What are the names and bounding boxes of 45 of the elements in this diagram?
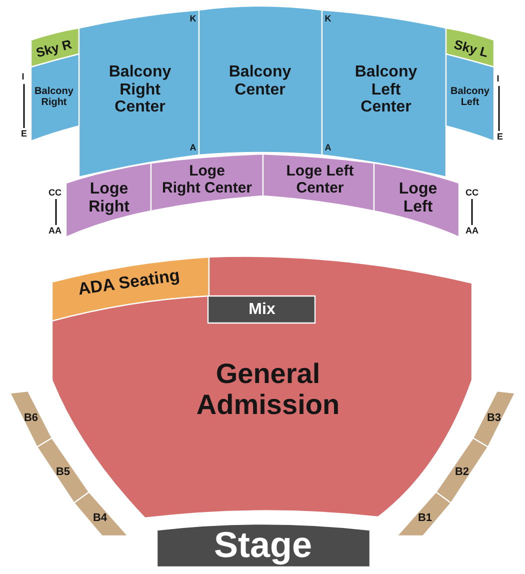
row-label: CC [48, 188, 62, 198]
row-label: A [190, 144, 196, 152]
section-label: Loge Right [88, 180, 130, 216]
row-label: CC [466, 188, 478, 198]
row-label: K [324, 14, 332, 24]
seating-section [151, 154, 263, 211]
seating-section [436, 438, 488, 503]
seating-section [374, 163, 459, 237]
section-label: Balcony Right [34, 86, 74, 108]
section-label: Balcony Center [228, 63, 292, 99]
seating-section [74, 492, 128, 536]
section-label: Balcony Left Center [354, 64, 418, 116]
row-label: AA [466, 226, 478, 236]
mix-area [208, 296, 315, 323]
stage [157, 522, 370, 567]
section-label: General Admission [196, 359, 340, 421]
seating-section [263, 154, 374, 211]
row-label: E [497, 132, 503, 142]
section-label: Loge Left Center [286, 164, 354, 196]
row-label: I [496, 74, 500, 84]
row-label: A [324, 144, 332, 152]
seating-section [52, 255, 472, 519]
section-label: B1 [418, 512, 432, 524]
section-label: Loge Right Center [162, 164, 252, 196]
section-label: ADA Seating [77, 266, 181, 300]
seating-section [199, 6, 322, 156]
section-label: Balcony Right Center [108, 64, 172, 116]
stage-label: Stage [214, 525, 312, 565]
section-label: Balcony Left [450, 86, 490, 108]
row-label: AA [48, 226, 62, 236]
section-label: B2 [454, 466, 470, 478]
section-label: B3 [486, 412, 502, 424]
row-label: E [21, 130, 27, 138]
seating-section [37, 438, 89, 503]
seating-section [66, 163, 151, 237]
section-label: B6 [24, 412, 38, 424]
row-label: K [190, 14, 196, 24]
seating-section [397, 492, 451, 536]
section-label: Sky L [452, 38, 490, 60]
section-label: Sky R [34, 37, 74, 61]
section-label: Loge Left [398, 180, 438, 216]
mix-label: Mix [248, 301, 276, 319]
row-label: I [22, 72, 24, 82]
section-label: B4 [92, 512, 108, 524]
section-label: B5 [56, 466, 70, 478]
